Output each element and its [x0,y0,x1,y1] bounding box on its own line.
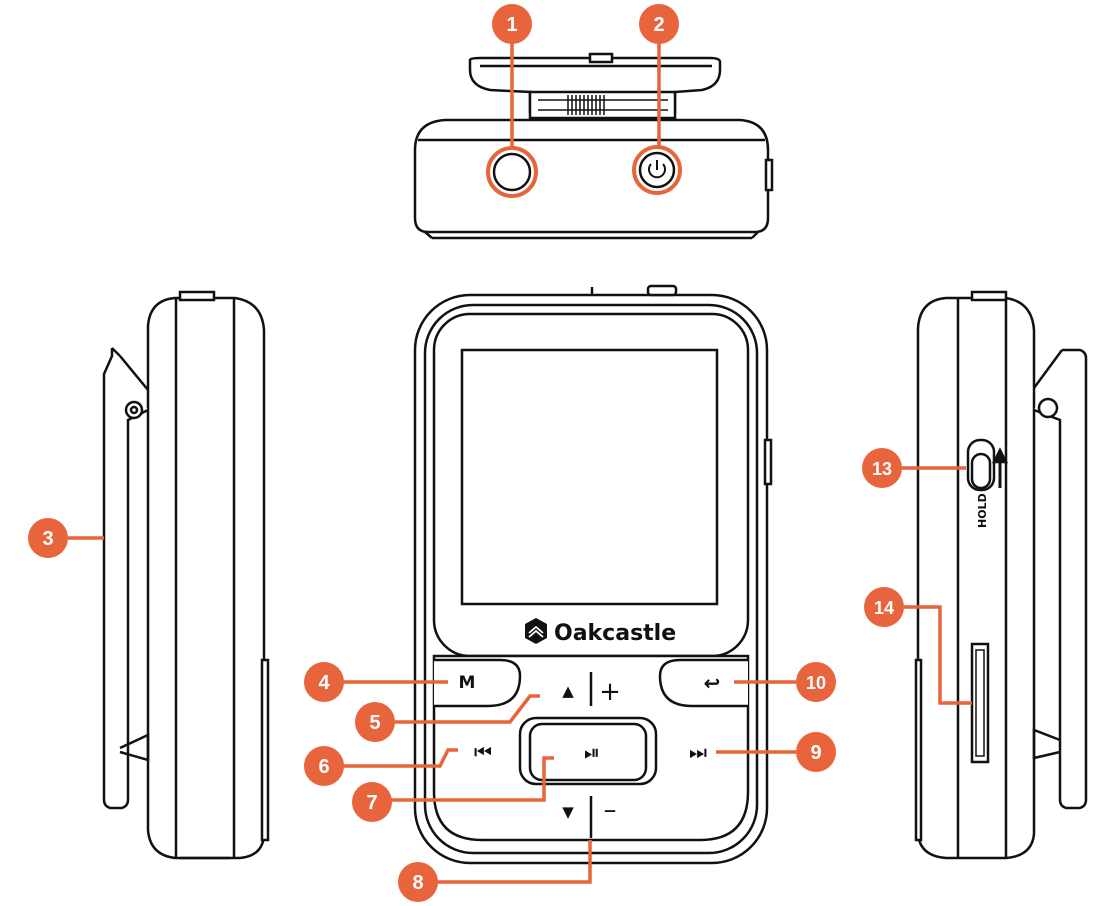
callout-1: 1 [492,4,532,44]
play-pause-icon: ⏯ [584,740,600,764]
callout-8: 8 [398,862,438,902]
screen [460,348,719,606]
callout-9: 9 [796,732,836,772]
callout-13: 13 [862,448,902,488]
volume-down-icon[interactable]: – [604,795,617,825]
callout-10: 10 [796,662,836,702]
brand-name: Oakcastle [554,621,676,646]
front-view: Oakcastle M ▲ + ▼ – ⏮ ⏯ ⏭ ↩ [413,284,773,865]
svg-text:3: 3 [42,528,53,550]
callout-badges: 1 2 3 4 5 6 7 8 [28,4,904,902]
left-side-view [102,290,270,860]
svg-text:13: 13 [872,459,892,479]
previous-track-icon[interactable]: ⏮ [474,740,492,764]
svg-text:9: 9 [810,742,821,764]
svg-text:1: 1 [506,14,517,36]
power-icon [648,160,666,179]
callout-4: 4 [304,662,344,702]
volume-up-icon[interactable]: + [599,677,621,707]
back-icon: ↩ [704,671,721,695]
mode-button-label: M [459,673,476,693]
callout-lines [68,24,972,884]
callout-5: 5 [355,702,395,742]
svg-text:14: 14 [874,598,894,618]
svg-text:4: 4 [318,672,330,694]
oakcastle-logo [525,618,547,644]
callout-3: 3 [28,518,68,558]
right-side-view: HOLD [914,290,1088,860]
next-track-icon[interactable]: ⏭ [689,740,707,764]
svg-text:6: 6 [318,756,329,778]
svg-text:10: 10 [806,673,826,693]
down-arrow-icon[interactable]: ▼ [562,803,574,821]
top-view [413,52,774,240]
svg-text:7: 7 [366,792,377,814]
callout-7: 7 [352,782,392,822]
callout-2: 2 [639,4,679,44]
hold-label: HOLD [976,493,989,528]
svg-text:2: 2 [653,14,664,36]
callout-6: 6 [304,746,344,786]
svg-text:5: 5 [369,712,380,734]
hold-arrow-icon [991,447,1009,488]
callout-14: 14 [864,587,904,627]
play-pause-button[interactable] [528,722,648,782]
back-button[interactable] [658,658,748,708]
svg-text:8: 8 [412,872,423,894]
up-arrow-icon[interactable]: ▲ [562,682,574,700]
mode-button[interactable] [434,658,522,708]
